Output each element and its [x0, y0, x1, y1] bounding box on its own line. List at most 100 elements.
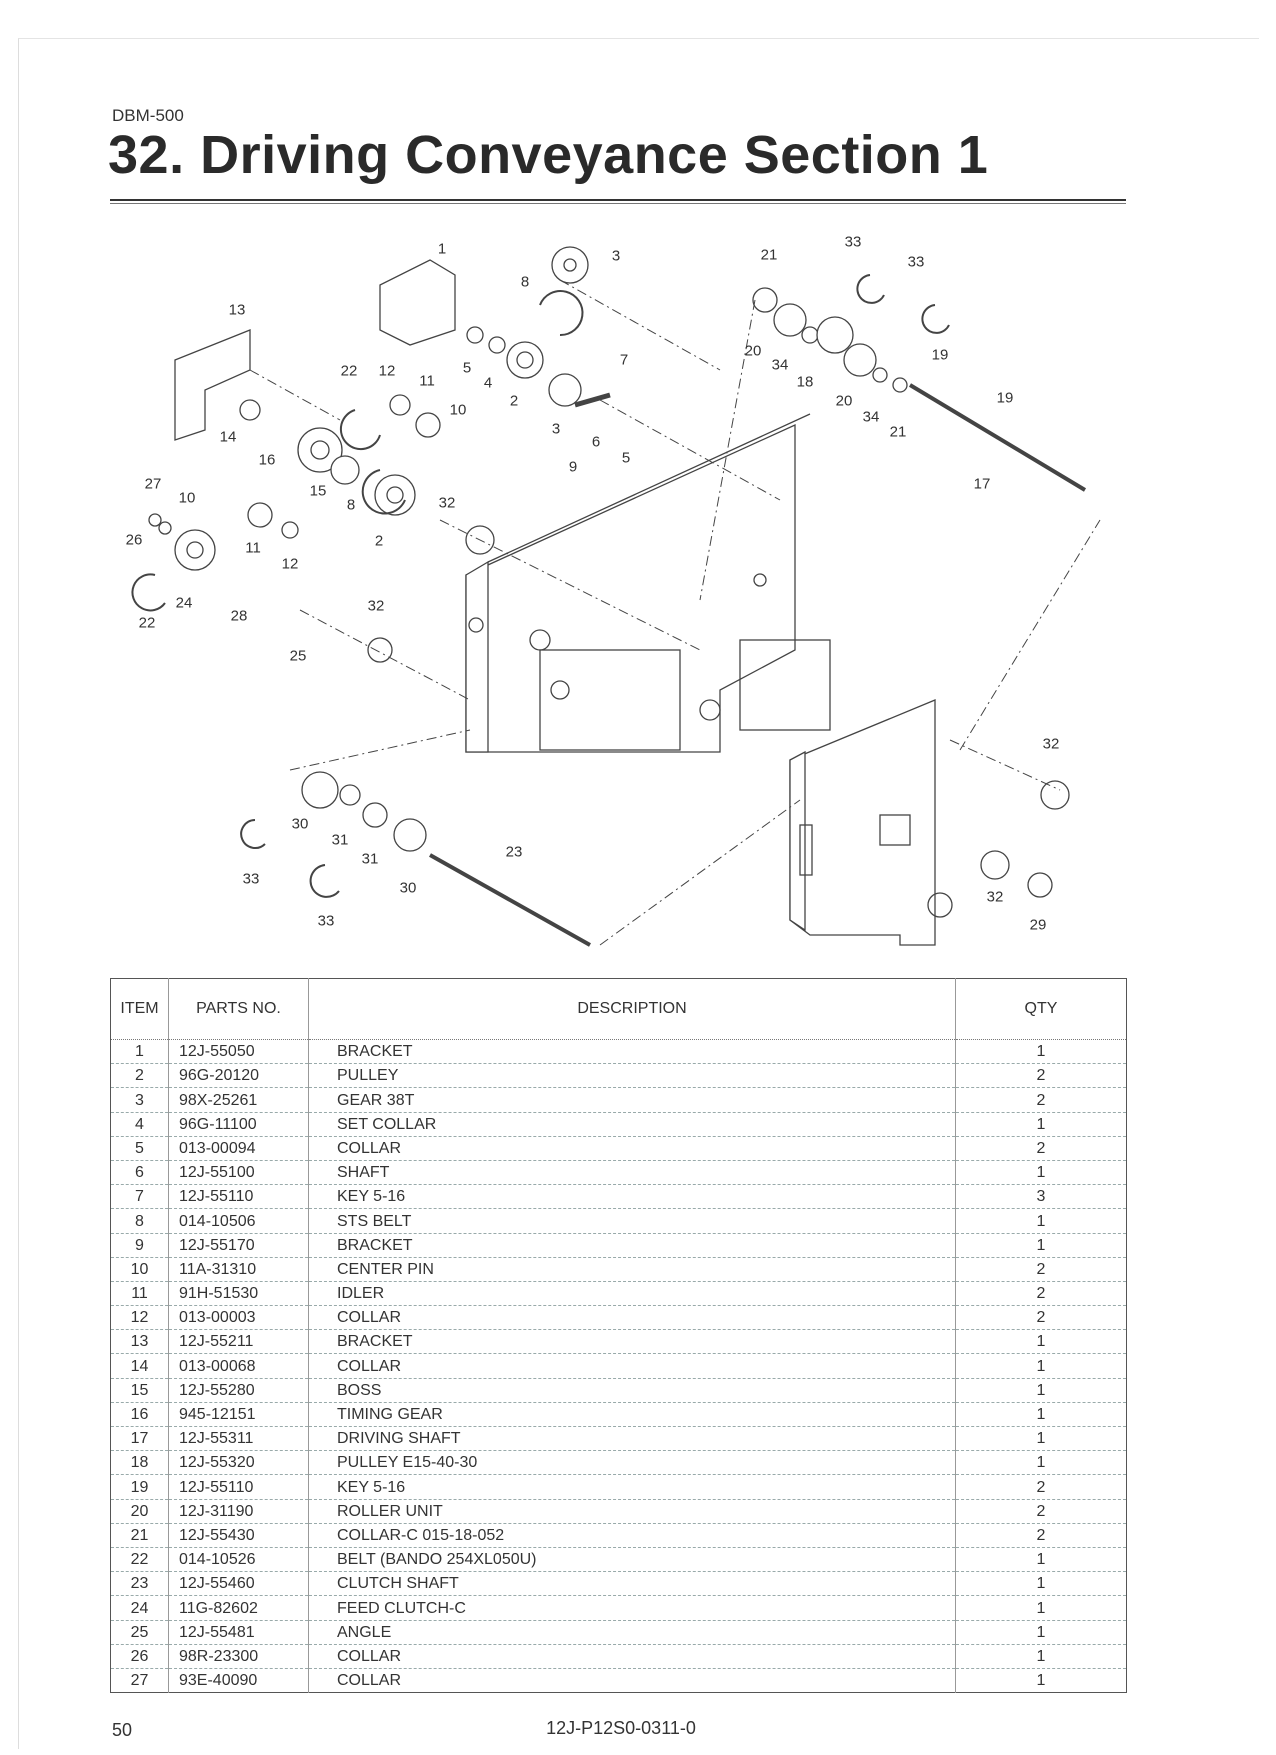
callout-number: 28: [230, 607, 248, 625]
quantity: 1: [955, 1402, 1127, 1428]
part-description: COLLAR: [308, 1668, 956, 1694]
item-number: 14: [110, 1353, 169, 1379]
callout-number: 26: [125, 531, 143, 549]
item-number: 8: [110, 1208, 169, 1234]
item-number: 21: [110, 1523, 169, 1548]
callout-number: 19: [996, 389, 1014, 407]
item-number: 16: [110, 1402, 169, 1428]
part-number: 98X-25261: [168, 1087, 309, 1113]
callout-number: 34: [862, 408, 880, 426]
callout-number: 18: [796, 373, 814, 391]
callout-number: 19: [931, 346, 949, 364]
callout-number: 34: [771, 356, 789, 374]
part-number: 12J-55320: [168, 1450, 309, 1476]
part-description: KEY 5-16: [308, 1474, 956, 1500]
callout-number: 32: [367, 597, 385, 615]
callout-number: 24: [175, 594, 193, 612]
page-number: 50: [112, 1720, 133, 1740]
part-number: 93E-40090: [168, 1668, 309, 1694]
model-name: DBM-500: [112, 106, 184, 125]
callout-number: 32: [438, 494, 456, 512]
part-description: DRIVING SHAFT: [308, 1426, 956, 1452]
header-item: ITEM: [110, 978, 169, 1040]
part-number: 11A-31310: [168, 1257, 309, 1282]
callout-number: 30: [399, 879, 417, 897]
callout-number: 33: [907, 253, 925, 271]
quantity: 2: [955, 1523, 1127, 1548]
quantity: 1: [955, 1353, 1127, 1379]
callout-number: 30: [291, 815, 309, 833]
quantity: 1: [955, 1426, 1127, 1452]
callout-number: 20: [835, 392, 853, 410]
callout-number: 9: [568, 458, 578, 476]
part-description: BRACKET: [308, 1039, 956, 1065]
part-number: 013-00094: [168, 1136, 309, 1161]
quantity: 1: [955, 1450, 1127, 1476]
callout-number: 2: [509, 392, 519, 410]
callout-number: 15: [309, 482, 327, 500]
part-number: 013-00068: [168, 1353, 309, 1379]
callout-number: 7: [619, 351, 629, 369]
quantity: 2: [955, 1136, 1127, 1161]
callout-number: 33: [844, 233, 862, 251]
callout-number: 3: [611, 247, 621, 265]
part-description: BRACKET: [308, 1233, 956, 1258]
item-number: 5: [110, 1136, 169, 1161]
item-number: 3: [110, 1087, 169, 1113]
item-number: 27: [110, 1668, 169, 1694]
part-number: 12J-55211: [168, 1329, 309, 1355]
part-description: IDLER: [308, 1281, 956, 1307]
part-description: KEY 5-16: [308, 1184, 956, 1210]
part-number: 014-10526: [168, 1547, 309, 1573]
part-description: PULLEY: [308, 1063, 956, 1089]
quantity: 1: [955, 1160, 1127, 1186]
part-number: 014-10506: [168, 1208, 309, 1234]
callout-number: 3: [551, 420, 561, 438]
callout-number: 32: [986, 888, 1004, 906]
part-number: 12J-55460: [168, 1571, 309, 1597]
part-description: COLLAR: [308, 1136, 956, 1161]
part-number: 013-00003: [168, 1305, 309, 1331]
page-border: [18, 38, 1259, 1749]
item-number: 18: [110, 1450, 169, 1476]
callout-number: 11: [419, 372, 435, 390]
item-number: 11: [110, 1281, 169, 1307]
callout-number: 21: [889, 423, 907, 441]
part-number: 12J-31190: [168, 1499, 309, 1524]
callout-number: 10: [178, 489, 196, 507]
item-number: 7: [110, 1184, 169, 1210]
quantity: 1: [955, 1571, 1127, 1597]
part-number: 12J-55481: [168, 1620, 309, 1645]
part-description: COLLAR: [308, 1353, 956, 1379]
item-number: 26: [110, 1644, 169, 1669]
part-description: BRACKET: [308, 1329, 956, 1355]
quantity: 1: [955, 1329, 1127, 1355]
part-description: BELT (BANDO 254XL050U): [308, 1547, 956, 1573]
part-description: TIMING GEAR: [308, 1402, 956, 1428]
callout-number: 11: [245, 539, 261, 557]
item-number: 22: [110, 1547, 169, 1573]
item-number: 9: [110, 1233, 169, 1258]
part-description: CLUTCH SHAFT: [308, 1571, 956, 1597]
callout-number: 1: [437, 240, 447, 258]
part-number: 96G-20120: [168, 1063, 309, 1089]
callout-number: 22: [138, 614, 156, 632]
quantity: 2: [955, 1474, 1127, 1500]
header-description: DESCRIPTION: [308, 978, 956, 1040]
part-number: 945-12151: [168, 1402, 309, 1428]
item-number: 1: [110, 1039, 169, 1065]
item-number: 24: [110, 1595, 169, 1621]
callout-number: 5: [462, 359, 472, 377]
part-number: 98R-23300: [168, 1644, 309, 1669]
quantity: 1: [955, 1595, 1127, 1621]
part-number: 96G-11100: [168, 1112, 309, 1137]
